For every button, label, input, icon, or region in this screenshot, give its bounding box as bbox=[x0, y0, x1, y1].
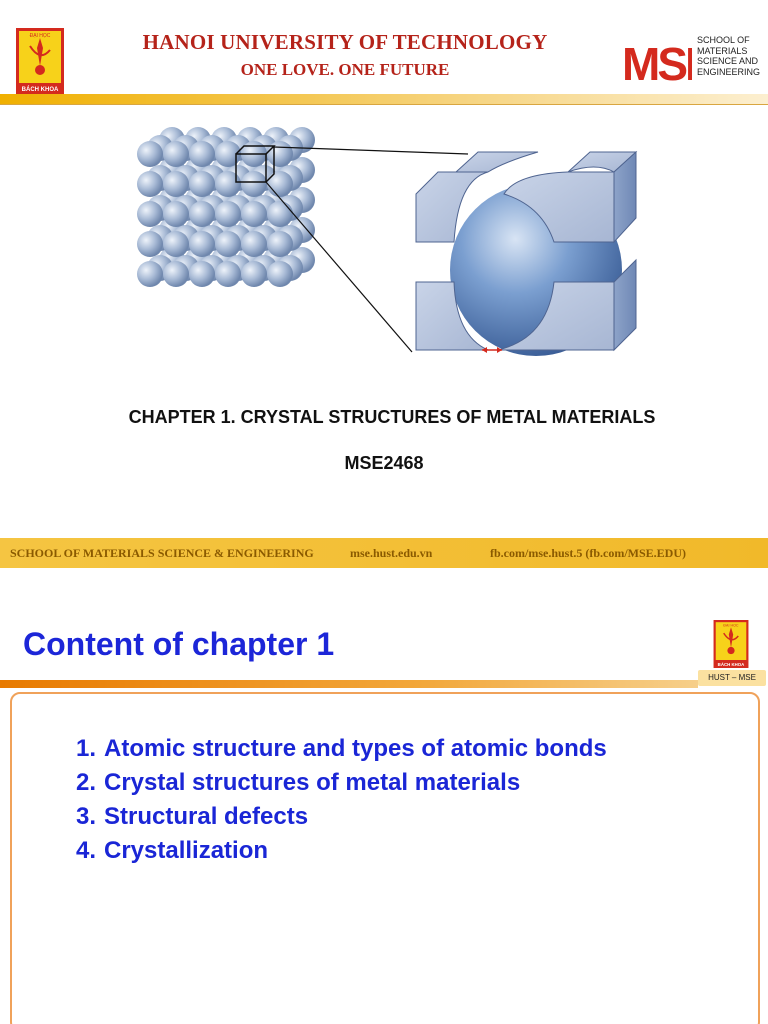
university-name: HANOI UNIVERSITY OF TECHNOLOGY bbox=[142, 30, 548, 54]
mse-logo: MSE bbox=[622, 38, 692, 86]
mse-logo-letters: MSE bbox=[622, 38, 692, 86]
mse-line: SCIENCE AND bbox=[697, 56, 759, 66]
outline-item: 2. Crystal structures of metal materials bbox=[76, 766, 607, 800]
outline-item: 1. Atomic structure and types of atomic b… bbox=[76, 732, 607, 766]
logo-text-top: ĐẠI HỌC bbox=[30, 33, 51, 39]
bach-khoa-logo: ĐẠI HỌC BÁCH KHOA bbox=[16, 28, 64, 94]
content-box bbox=[10, 692, 760, 1024]
bach-khoa-logo-small: ĐẠI HỌC BÁCH KHOA bbox=[713, 620, 749, 668]
chapter-title: CHAPTER 1. CRYSTAL STRUCTURES OF METAL M… bbox=[128, 407, 656, 427]
content-title: Content of chapter 1 bbox=[23, 626, 335, 662]
title-divider bbox=[0, 680, 698, 688]
logo-text-top: ĐẠI HỌC bbox=[723, 624, 738, 628]
atom-lattice bbox=[137, 127, 315, 287]
logo-text-bottom: BÁCH KHOA bbox=[718, 662, 745, 667]
outline-number: 3. bbox=[76, 803, 97, 830]
outline-label: Structural defects bbox=[104, 803, 309, 830]
mse-line: ENGINEERING bbox=[697, 66, 761, 77]
content-slide: Content of chapter 1 ĐẠI HỌC BÁCH KHOA H… bbox=[0, 588, 768, 1024]
outline-label: Crystal structures of metal materials bbox=[104, 769, 521, 796]
outline-number: 1. bbox=[76, 735, 97, 762]
outline-label: Atomic structure and types of atomic bon… bbox=[104, 735, 607, 762]
university-motto: ONE LOVE. ONE FUTURE bbox=[240, 60, 450, 79]
footer-school: SCHOOL OF MATERIALS SCIENCE & ENGINEERIN… bbox=[10, 546, 314, 560]
footer-website[interactable]: mse.hust.edu.vn bbox=[350, 546, 433, 560]
title-slide: ĐẠI HỌC BÁCH KHOA HANOI UNIVERSITY OF TE… bbox=[0, 28, 768, 568]
course-code: MSE2468 bbox=[344, 453, 424, 473]
mse-line: MATERIALS bbox=[697, 45, 748, 56]
header-divider bbox=[0, 94, 768, 104]
mse-line: SCHOOL OF bbox=[697, 35, 750, 45]
outline-item: 4. Crystallization bbox=[76, 834, 607, 868]
outline-item: 3. Structural defects bbox=[76, 800, 607, 834]
zoom-lines bbox=[265, 146, 469, 353]
outline-label: Crystallization bbox=[104, 837, 269, 864]
footer-bar bbox=[0, 538, 768, 568]
footer-facebook[interactable]: fb.com/mse.hust.5 (fb.com/MSE.EDU) bbox=[490, 546, 686, 560]
outline-number: 4. bbox=[76, 837, 97, 864]
crystal-lattice-figure bbox=[137, 127, 638, 356]
mse-school-text: SCHOOL OF MATERIALS SCIENCE AND ENGINEER… bbox=[697, 35, 767, 77]
outline-number: 2. bbox=[76, 769, 97, 796]
chapter-outline: 1. Atomic structure and types of atomic b… bbox=[76, 732, 607, 868]
logo-text-bottom: BÁCH KHOA bbox=[22, 86, 59, 93]
header-divider-line bbox=[0, 104, 768, 105]
hust-mse-tag: HUST – MSE bbox=[698, 670, 766, 686]
unit-cell-cube bbox=[415, 150, 638, 356]
